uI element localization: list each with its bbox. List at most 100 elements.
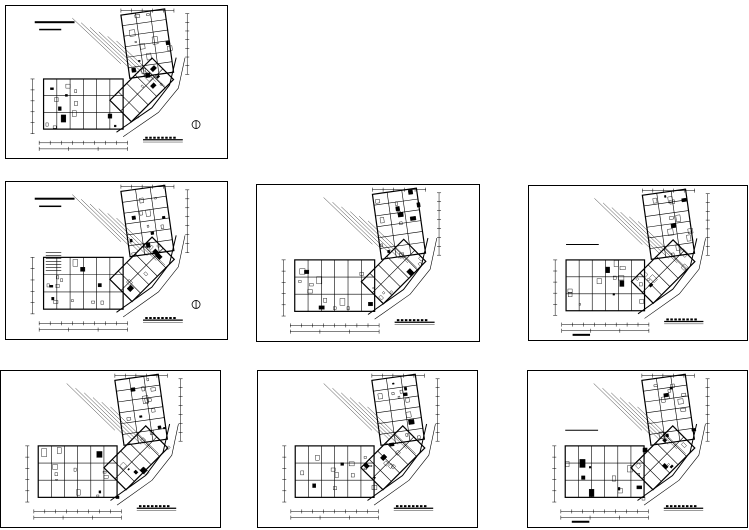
fixture-mark [409, 215, 417, 221]
axis-line [629, 216, 678, 264]
partition-wall [123, 29, 168, 37]
partition-wall [125, 40, 170, 48]
fixture-mark [72, 110, 77, 117]
fixture-mark [390, 464, 396, 470]
fixture-mark [380, 453, 388, 462]
fixture-mark [568, 292, 573, 297]
fixture-mark [128, 29, 136, 37]
left-wing [564, 445, 648, 501]
fixture-mark [146, 224, 150, 228]
diagonal-wing [109, 236, 176, 303]
axis-line [637, 406, 686, 454]
outer-wall [116, 423, 179, 506]
fixture-mark [60, 278, 63, 282]
fixture-mark [149, 65, 157, 73]
fixture-mark [154, 197, 157, 200]
title-glyph [423, 505, 427, 508]
fixture-mark [318, 305, 325, 310]
fixture-mark [669, 199, 675, 205]
axis-line [323, 197, 373, 245]
fixture-mark [130, 387, 136, 392]
fixture-mark [146, 52, 152, 61]
fixture-mark [146, 377, 150, 382]
title-glyph [412, 319, 416, 322]
fixture-mark [145, 242, 151, 248]
fixture-mark [300, 470, 304, 476]
partition-wall [373, 198, 418, 206]
fixture-mark [151, 408, 156, 413]
fixture-mark [131, 252, 137, 256]
fixture-mark [681, 442, 687, 448]
title-glyph [396, 319, 400, 322]
outer-wall [122, 57, 186, 137]
partition-wall [126, 50, 171, 58]
axis-line [332, 388, 381, 436]
partition-wall [646, 406, 690, 414]
title-glyph [411, 505, 415, 508]
partition-wall [641, 436, 684, 479]
fixture-mark [160, 224, 165, 230]
fixture-mark [368, 302, 373, 307]
fixture-mark [142, 395, 149, 405]
title-glyph [408, 319, 412, 322]
fixture-mark [340, 462, 344, 466]
partition-wall [647, 417, 692, 424]
fixture-mark [397, 395, 401, 399]
title-glyph [665, 505, 669, 508]
axis-line [98, 208, 148, 256]
fixture-mark [55, 284, 60, 288]
fixture-mark [76, 489, 81, 496]
title-glyph [678, 318, 681, 321]
floor-plan-svg [552, 373, 710, 523]
floor-plan [30, 184, 201, 332]
fixture-mark [144, 397, 149, 404]
fixture-mark [369, 464, 373, 467]
fixture-mark [55, 479, 58, 481]
fixture-mark [134, 14, 141, 19]
title-glyph [424, 319, 428, 322]
title-glyph [154, 505, 158, 508]
fixture-mark [612, 475, 616, 482]
fixture-mark [46, 283, 50, 288]
wing-outline [641, 188, 696, 260]
floor-plan-svg [30, 8, 201, 151]
partition-wall [114, 436, 157, 479]
fixture-mark [150, 82, 157, 89]
outer-wall [367, 423, 428, 501]
drawing-sheet-2 [5, 181, 228, 340]
partition-wall [374, 395, 419, 403]
partition-wall [128, 61, 173, 69]
title-glyph [673, 505, 677, 508]
fixture-mark [114, 124, 117, 128]
fixture-mark [52, 464, 58, 470]
fixture-mark [375, 198, 381, 204]
title-glyph [158, 505, 162, 508]
axis-line [89, 203, 139, 252]
fixture-mark [605, 266, 610, 273]
partition-wall [645, 210, 689, 217]
fixture-mark [397, 211, 404, 218]
partition-wall [379, 428, 423, 435]
drawing-title-block [394, 319, 435, 325]
outer-wall [122, 235, 186, 318]
fixture-mark [395, 206, 401, 212]
axis-line [72, 18, 122, 64]
partition-wall [642, 250, 685, 293]
fixture-mark [380, 243, 384, 248]
drawing-title-block [664, 318, 704, 325]
fixture-mark [665, 433, 669, 438]
fixture-mark [394, 201, 399, 206]
fixture-mark [350, 473, 355, 478]
fixture-mark [416, 202, 421, 208]
axis-line [116, 40, 166, 87]
axis-line [358, 402, 408, 450]
fixture-mark [41, 448, 47, 457]
fixture-mark [96, 451, 103, 458]
upper-wing [120, 8, 175, 80]
partition-wall [120, 417, 165, 424]
fixture-mark [58, 106, 62, 111]
title-glyph [416, 319, 420, 322]
sheet-label-block [565, 429, 599, 523]
left-wing [42, 256, 124, 310]
axis-line [81, 199, 130, 247]
